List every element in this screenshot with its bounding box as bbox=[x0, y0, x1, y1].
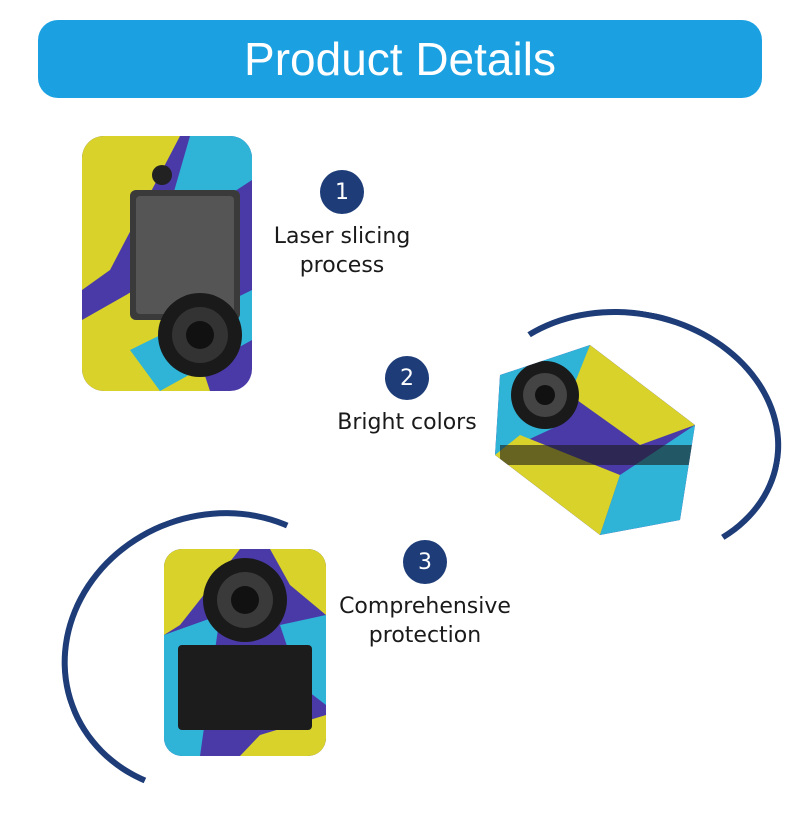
feature-3-badge: 3 bbox=[403, 540, 447, 584]
feature-2: 2 Bright colors bbox=[322, 356, 492, 437]
camera-image-angled bbox=[495, 345, 695, 535]
camera-image-front bbox=[164, 549, 326, 756]
feature-3: 3 Comprehensive protection bbox=[330, 540, 520, 650]
camera-image-top bbox=[82, 136, 252, 391]
feature-1-label: Laser slicing process bbox=[273, 224, 411, 278]
feature-1-badge: 1 bbox=[320, 170, 364, 214]
header-banner: Product Details bbox=[38, 20, 762, 98]
feature-2-badge: 2 bbox=[385, 356, 429, 400]
feature-3-label: Comprehensive protection bbox=[339, 594, 511, 648]
page-title: Product Details bbox=[244, 33, 556, 85]
feature-1: 1 Laser slicing process bbox=[262, 170, 422, 280]
feature-2-label: Bright colors bbox=[337, 410, 477, 435]
